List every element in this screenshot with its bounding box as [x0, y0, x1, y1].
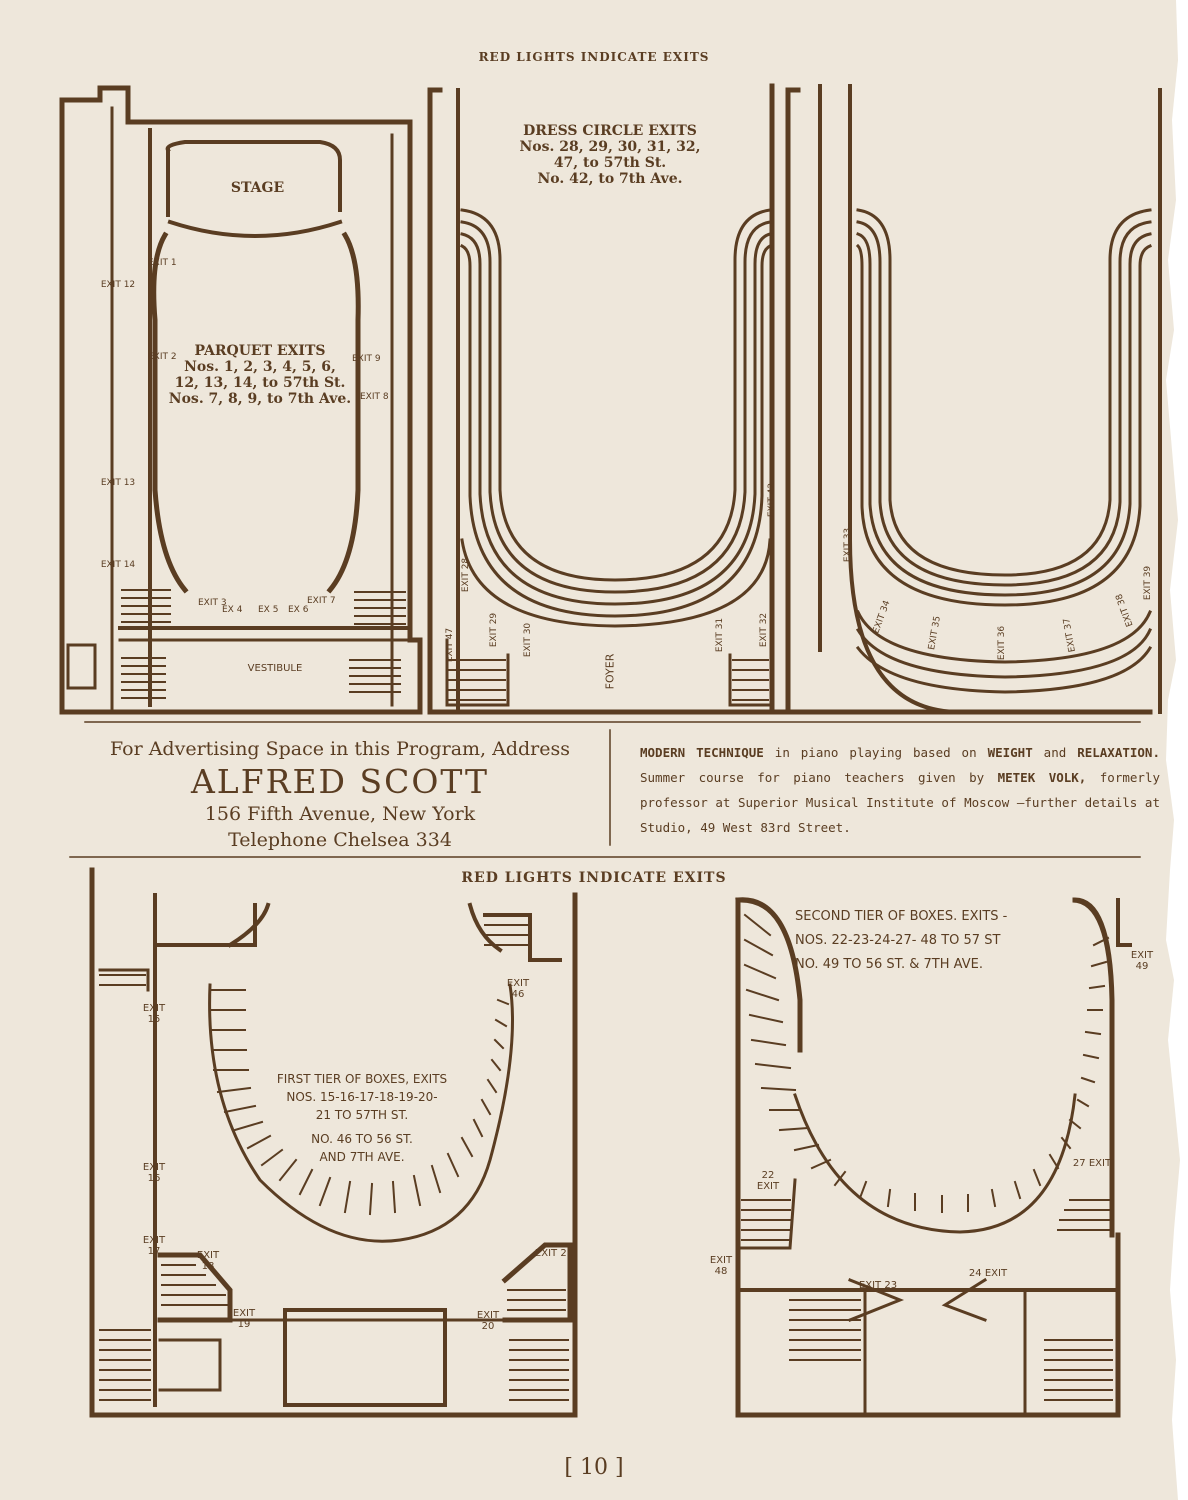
- parquet-exits-line3: Nos. 7, 8, 9, to 7th Ave.: [168, 391, 352, 407]
- exit-19: EXIT 19: [232, 1308, 256, 1330]
- ad-bold-3: RELAXATION.: [1077, 745, 1160, 760]
- second-tier-box-ticks: [743, 913, 1110, 1213]
- exit-17: EXIT 17: [142, 1235, 166, 1257]
- ad-name: ALFRED SCOTT: [190, 762, 490, 801]
- header-red-lights-middle: RED LIGHTS INDICATE EXITS: [461, 870, 727, 886]
- exit-18: EXIT 18: [196, 1250, 220, 1272]
- exit-29: EXIT 29: [489, 612, 499, 648]
- exit-30: EXIT 30: [523, 622, 533, 658]
- dress-circle-line2: 47, to 57th St.: [553, 155, 667, 171]
- exit-15: EXIT 15: [142, 1003, 166, 1025]
- exit-8: EXIT 8: [360, 392, 389, 402]
- ad-bold-2: WEIGHT: [987, 745, 1033, 760]
- exit-4: EX 4: [222, 605, 243, 615]
- exit-7: EXIT 7: [307, 596, 336, 606]
- parquet-exits-heading: PARQUET EXITS: [194, 343, 326, 359]
- exit-46: EXIT 46: [506, 978, 530, 1000]
- first-tier-title: FIRST TIER OF BOXES, EXITS NOS. 15-16-17…: [262, 1070, 462, 1166]
- second-tier-stairs: [741, 1199, 1113, 1401]
- parquet-stairs: [121, 589, 406, 699]
- second-tier-line1: SECOND TIER OF BOXES. EXITS -: [795, 909, 1008, 924]
- exit-16: EXIT 16: [142, 1162, 166, 1184]
- dress-circle-outline: [427, 83, 788, 715]
- exit-21: EXIT 21: [534, 1248, 574, 1259]
- first-tier-line1: FIRST TIER OF BOXES, EXITS: [276, 1072, 448, 1086]
- dress-circle-exits-title: DRESS CIRCLE EXITS Nos. 28, 29, 30, 31, …: [505, 123, 715, 187]
- torn-edge: [1166, 0, 1188, 1500]
- ad-modern-technique: MODERN TECHNIQUE in piano playing based …: [640, 740, 1160, 840]
- dress-circle-stairs: [447, 659, 769, 701]
- ad-bold-1: MODERN TECHNIQUE: [640, 745, 764, 760]
- first-tier-box-ticks: [209, 989, 510, 1216]
- ad-text-3: Summer course for piano teachers given b…: [640, 770, 998, 785]
- dress-circle-line1: Nos. 28, 29, 30, 31, 32,: [519, 139, 701, 155]
- ad-street: 156 Fifth Avenue, New York: [204, 803, 476, 825]
- parquet-exits-line2: 12, 13, 14, to 57th St.: [174, 375, 346, 391]
- second-tier-title: SECOND TIER OF BOXES. EXITS - NOS. 22-23…: [795, 905, 1095, 977]
- second-tier-line2: NOS. 22-23-24-27- 48 TO 57 ST: [795, 933, 1001, 948]
- exit-39: EXIT 39: [1143, 565, 1153, 601]
- exit-31: EXIT 31: [715, 617, 725, 653]
- first-tier-line4: NO. 46 TO 56 ST.: [311, 1132, 413, 1146]
- first-tier-stairs: [99, 924, 569, 1401]
- exit-49: EXIT 49: [1130, 950, 1154, 972]
- exit-32: EXIT 32: [759, 612, 769, 648]
- exit-22: 22 EXIT: [756, 1170, 780, 1192]
- exit-14: EXIT 14: [100, 560, 136, 570]
- exit-13: EXIT 13: [100, 478, 136, 488]
- parquet-exits-title: PARQUET EXITS Nos. 1, 2, 3, 4, 5, 6, 12,…: [160, 343, 360, 407]
- ad-alfred-scott: For Advertising Space in this Program, A…: [70, 738, 610, 851]
- first-tier-line5: AND 7TH AVE.: [319, 1150, 405, 1164]
- exit-20: EXIT 20: [476, 1310, 500, 1332]
- first-tier-line2: NOS. 15-16-17-18-19-20-: [286, 1090, 438, 1104]
- exit-12: EXIT 12: [100, 280, 136, 290]
- ad-text-2: and: [1032, 745, 1078, 760]
- first-tier-outline: [89, 867, 578, 1418]
- first-tier-line3: 21 TO 57TH ST.: [315, 1108, 409, 1122]
- exit-2: EXIT 2: [148, 352, 177, 362]
- exit-42: EXIT 42: [767, 482, 777, 518]
- exit-24: 24 EXIT: [968, 1268, 1008, 1279]
- ad-text-1: in piano playing based on: [763, 745, 988, 760]
- dress-circle-heading: DRESS CIRCLE EXITS: [523, 123, 697, 139]
- foyer-label: FOYER: [603, 653, 617, 690]
- header-red-lights-top: RED LIGHTS INDICATE EXITS: [478, 50, 710, 64]
- exit-6: EX 6: [288, 605, 309, 615]
- dress-circle-line3: No. 42, to 7th Ave.: [537, 171, 683, 187]
- exit-28: EXIT 28: [461, 557, 471, 593]
- ad-address-line: For Advertising Space in this Program, A…: [110, 738, 570, 760]
- parquet-exits-line1: Nos. 1, 2, 3, 4, 5, 6,: [184, 359, 336, 375]
- dress-circle-tiers: [459, 208, 773, 628]
- ad-text-4: formerly professor at Superior Musical I…: [640, 770, 1160, 835]
- exit-1: EXIT 1: [148, 258, 177, 268]
- vestibule-label: VESTIBULE: [247, 663, 303, 674]
- balcony-outline: [785, 84, 1162, 715]
- second-tier-outline: [735, 897, 1132, 1418]
- exit-33: EXIT 33: [843, 527, 853, 563]
- ad-telephone: Telephone Chelsea 334: [228, 829, 452, 851]
- exit-27: 27 EXIT: [1072, 1158, 1112, 1169]
- exit-5: EX 5: [258, 605, 279, 615]
- exit-23: EXIT 23: [858, 1280, 898, 1291]
- exit-9: EXIT 9: [352, 354, 381, 364]
- parquet-plan-outline: [59, 85, 423, 715]
- exit-36: EXIT 36: [997, 625, 1007, 661]
- page-number: [ 10 ]: [564, 1455, 624, 1480]
- stage-label: STAGE: [230, 180, 285, 196]
- exit-3: EXIT 3: [198, 598, 227, 608]
- balcony-tiers: [855, 208, 1153, 694]
- second-tier-line3: NO. 49 TO 56 ST. & 7TH AVE.: [795, 957, 983, 972]
- ad-bold-4: METEK VOLK,: [997, 770, 1087, 785]
- exit-48: EXIT 48: [709, 1255, 733, 1277]
- exit-47: EXIT 47: [445, 627, 455, 663]
